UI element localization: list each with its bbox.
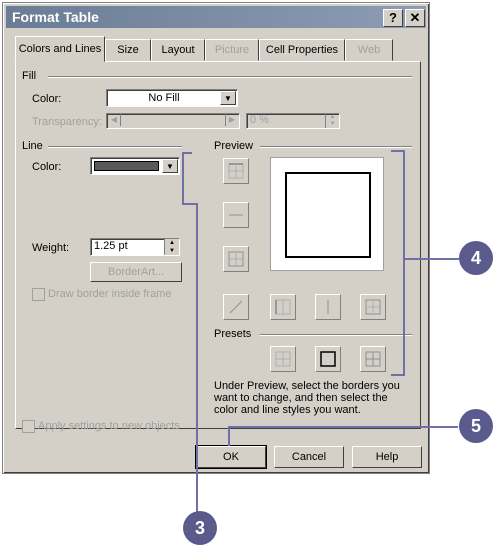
chevron-down-icon[interactable]: ▼ xyxy=(162,159,178,173)
line-color-label: Color: xyxy=(32,161,62,173)
callout-4-bracket xyxy=(403,150,405,376)
help-button[interactable]: Help xyxy=(352,446,422,468)
format-table-dialog: Format Table ? ✕ Colors and Lines Size L… xyxy=(2,2,430,474)
line-color-swatch xyxy=(94,161,159,171)
transparency-label: Transparency: xyxy=(32,116,102,128)
callout-4-bracket-bottom xyxy=(391,374,405,376)
tab-web: Web xyxy=(345,39,393,61)
transparency-value: 0 % xyxy=(250,114,269,126)
presets-heading: Presets xyxy=(214,328,252,340)
callout-5-line-down xyxy=(228,426,230,446)
line-color-dropdown[interactable]: ▼ xyxy=(90,157,180,175)
cancel-button[interactable]: Cancel xyxy=(274,446,344,468)
arrow-right-icon: ▶ xyxy=(225,114,238,126)
spinner-arrows-icon: ▲▼ xyxy=(325,114,339,128)
apply-new-objects-checkbox xyxy=(22,420,35,433)
chevron-down-icon[interactable]: ▼ xyxy=(220,91,236,105)
preview-divider xyxy=(260,146,412,148)
fill-color-value: No Fill xyxy=(148,92,180,104)
preview-heading: Preview xyxy=(214,140,254,152)
presets-divider xyxy=(260,334,412,336)
callout-5-badge: 5 xyxy=(459,409,493,443)
fill-divider xyxy=(48,76,412,78)
tab-size[interactable]: Size xyxy=(105,39,151,61)
vertical-border-button[interactable] xyxy=(315,294,341,320)
fill-color-label: Color: xyxy=(32,93,62,105)
fill-heading: Fill xyxy=(22,70,37,82)
dialog-title: Format Table xyxy=(12,9,99,25)
horizontal-border-button[interactable] xyxy=(223,202,249,228)
title-bar: Format Table ? ✕ xyxy=(6,6,426,28)
draw-inside-checkbox xyxy=(32,288,45,301)
line-divider xyxy=(48,146,182,148)
callout-3-badge: 3 xyxy=(183,511,217,545)
bottom-border-button[interactable] xyxy=(223,246,249,272)
apply-new-objects-label: Apply settings to new objects xyxy=(38,420,180,432)
callout-5-line xyxy=(228,426,458,428)
callout-3-line xyxy=(196,203,198,512)
right-border-button[interactable] xyxy=(360,294,386,320)
fill-color-dropdown[interactable]: No Fill ▼ xyxy=(106,89,238,107)
ok-button[interactable]: OK xyxy=(195,445,267,469)
tab-layout[interactable]: Layout xyxy=(151,39,205,61)
preview-instructions: Under Preview, select the borders you wa… xyxy=(214,380,400,416)
spinner-arrows-icon[interactable]: ▲▼ xyxy=(164,239,179,255)
callout-3-bracket xyxy=(182,152,184,205)
top-border-button[interactable] xyxy=(223,158,249,184)
weight-label: Weight: xyxy=(32,242,70,254)
line-heading: Line xyxy=(22,140,43,152)
preset-none-button[interactable] xyxy=(270,346,296,372)
weight-spinner[interactable]: 1.25 pt ▲▼ xyxy=(90,238,180,256)
borderart-button: BorderArt... xyxy=(90,262,182,282)
preset-outside-button[interactable] xyxy=(315,346,341,372)
preview-area[interactable] xyxy=(270,157,384,271)
preview-table-border xyxy=(285,172,371,258)
transparency-slider: ◀ ▶ xyxy=(106,113,240,129)
arrow-left-icon: ◀ xyxy=(108,114,121,126)
callout-4-bracket-top xyxy=(391,150,405,152)
draw-inside-label: Draw border inside frame xyxy=(48,288,172,300)
preset-all-button[interactable] xyxy=(360,346,386,372)
callout-4-line xyxy=(403,258,459,260)
help-title-button[interactable]: ? xyxy=(383,9,403,27)
tab-cell-properties[interactable]: Cell Properties xyxy=(259,39,345,61)
callout-3-bracket-top xyxy=(182,152,192,154)
tab-picture: Picture xyxy=(205,39,259,61)
left-border-button[interactable] xyxy=(270,294,296,320)
close-button[interactable]: ✕ xyxy=(405,9,425,27)
weight-value: 1.25 pt xyxy=(94,240,128,252)
tab-colors-and-lines[interactable]: Colors and Lines xyxy=(15,36,105,62)
transparency-spinner: 0 % ▲▼ xyxy=(246,113,340,129)
callout-3-bracket-bottom xyxy=(182,203,198,205)
callout-4-badge: 4 xyxy=(459,241,493,275)
diagonal-border-button[interactable] xyxy=(223,294,249,320)
tab-panel: Fill Color: No Fill ▼ Transparency: ◀ ▶ … xyxy=(15,61,421,433)
